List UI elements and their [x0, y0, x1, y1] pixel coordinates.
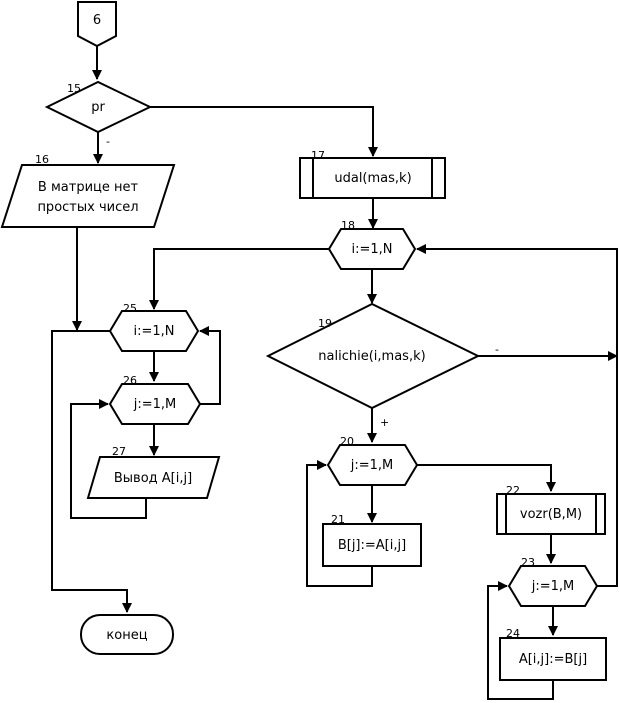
- output-no-primes: В матрице нет простых чисел 16: [0, 153, 176, 228]
- block-number-15: 15: [67, 82, 81, 95]
- decision-nalichie: nalichie(i,mas,k) 19: [265, 302, 481, 410]
- edge-25-exit-to-end: [51, 330, 132, 613]
- block-number-21: 21: [331, 513, 345, 526]
- decision-pr: pr 15: [44, 80, 153, 134]
- subroutine-udal-label: udal(mas,k): [334, 171, 411, 186]
- block-number-24: 24: [506, 627, 520, 640]
- block-number-22: 22: [506, 484, 520, 497]
- output-no-primes-line2: простых чисел: [37, 200, 138, 215]
- block-number-23: 23: [521, 556, 535, 569]
- edge-20-exit-to-22: [417, 464, 556, 492]
- process-copy-to-b-label: B[j]:=A[i,j]: [338, 538, 406, 553]
- edge-21-loop-back-20: [306, 460, 373, 587]
- block-number-20: 20: [340, 435, 354, 448]
- loop-i-output-label: i:=1,N: [133, 324, 174, 339]
- decision-pr-label: pr: [91, 100, 105, 115]
- subroutine-udal: udal(mas,k) 17: [299, 149, 446, 199]
- edge-15-to-17: [150, 106, 378, 157]
- loop-j-copy: j:=1,M 20: [326, 435, 419, 486]
- block-number-19: 19: [318, 317, 332, 330]
- edge-18-exit-to-25: [149, 248, 329, 310]
- connector-label: 6: [93, 13, 101, 28]
- process-copy-to-a: A[i,j]:=B[j] 24: [499, 627, 607, 681]
- offpage-connector: 6: [77, 1, 117, 48]
- output-print-element: Вывод A[i,j] 27: [86, 445, 221, 499]
- edge-27-loop-back-26: [70, 399, 147, 519]
- loop-i-output: i:=1,N 25: [108, 302, 200, 352]
- edge-26-exit-back-to-25: [199, 326, 221, 405]
- decision-nalichie-label: nalichie(i,mas,k): [318, 349, 425, 364]
- block-number-17: 17: [311, 149, 325, 162]
- block-number-25: 25: [123, 302, 137, 315]
- terminator-end-label: конец: [106, 628, 147, 643]
- output-no-primes-line1: В матрице нет: [38, 180, 139, 195]
- loop-j-copy-label: j:=1,M: [350, 458, 394, 473]
- output-print-element-label: Вывод A[i,j]: [114, 471, 192, 486]
- block-number-27: 27: [112, 445, 126, 458]
- block-number-26: 26: [123, 374, 137, 387]
- edge-24-loop-back-23: [487, 581, 554, 700]
- subroutine-vozr-label: vozr(B,M): [520, 507, 582, 522]
- subroutine-vozr: vozr(B,M) 22: [496, 484, 606, 535]
- branch-no-label-19: -: [495, 343, 499, 356]
- process-copy-to-a-label: A[i,j]:=B[j]: [519, 652, 587, 667]
- loop-j-output: j:=1,M 26: [108, 374, 202, 425]
- loop-j-restore: j:=1,M 23: [507, 556, 599, 607]
- edge-23-exit-back-to-18: [416, 244, 618, 587]
- loop-j-restore-label: j:=1,M: [531, 579, 575, 594]
- branch-yes-label-19: +: [380, 416, 389, 429]
- block-number-16: 16: [35, 153, 49, 166]
- loop-j-output-label: j:=1,M: [133, 397, 177, 412]
- branch-no-label-15: -: [106, 135, 110, 148]
- loop-i-main-label: i:=1,N: [351, 242, 392, 257]
- block-number-18: 18: [341, 219, 355, 232]
- terminator-end: конец: [80, 614, 174, 655]
